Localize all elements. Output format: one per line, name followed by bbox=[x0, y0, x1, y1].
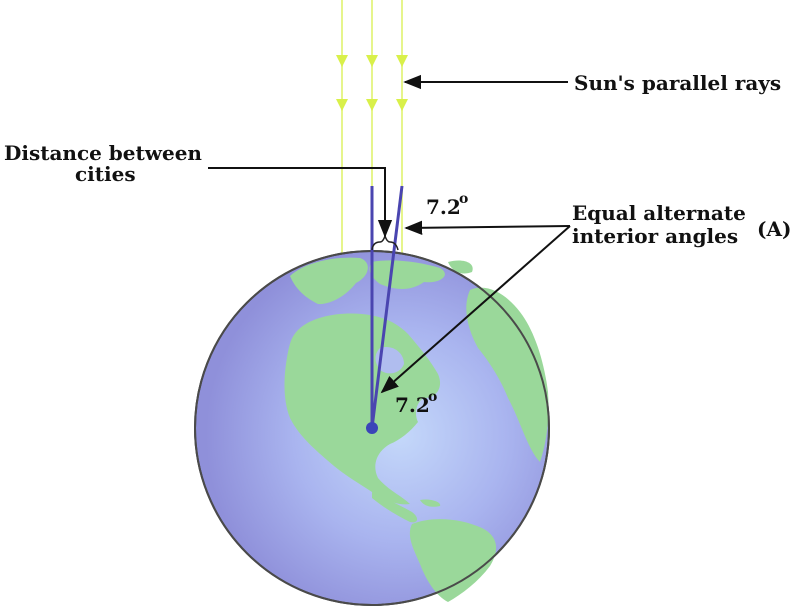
top-angle-pointer bbox=[404, 220, 571, 236]
distance-label-line1: Distance between bbox=[4, 141, 202, 165]
center-angle-degree: o bbox=[428, 389, 437, 405]
top-angle-label: 7.2 bbox=[426, 195, 461, 219]
marker-label-a: (A) bbox=[757, 217, 791, 241]
greenland-shape bbox=[290, 257, 368, 305]
equal-angles-label-line2: interior angles bbox=[572, 224, 738, 248]
sun-rays-label: Sun's parallel rays bbox=[574, 71, 781, 95]
equal-angles-label-line1: Equal alternate bbox=[572, 201, 746, 225]
ray-arrowhead bbox=[366, 99, 378, 111]
ray-arrowhead bbox=[396, 99, 408, 111]
arctic-island-shape bbox=[448, 260, 473, 274]
earth-center-dot bbox=[366, 422, 378, 434]
center-angle-pointer bbox=[380, 225, 571, 394]
center-angle-label: 7.2 bbox=[395, 393, 430, 417]
tilted-radius-line bbox=[370, 185, 404, 429]
caribbean-shape bbox=[420, 499, 441, 507]
top-angle-degree: o bbox=[459, 191, 468, 207]
continents bbox=[284, 257, 549, 602]
distance-label-line2: cities bbox=[75, 162, 136, 186]
ray-arrowhead bbox=[396, 55, 408, 67]
arctic-islands-shape bbox=[369, 260, 445, 289]
labels: Sun's parallel rays Distance between cit… bbox=[4, 71, 791, 417]
distance-pointer bbox=[208, 167, 393, 238]
ray-arrowheads bbox=[336, 55, 408, 111]
south-america-shape bbox=[409, 519, 497, 602]
pointer-lines bbox=[208, 74, 571, 394]
ray-arrowhead bbox=[336, 55, 348, 67]
ray-arrowhead bbox=[336, 99, 348, 111]
ray-arrowhead bbox=[366, 55, 378, 67]
europe-shape bbox=[466, 287, 549, 462]
central-america-shape bbox=[372, 492, 418, 523]
